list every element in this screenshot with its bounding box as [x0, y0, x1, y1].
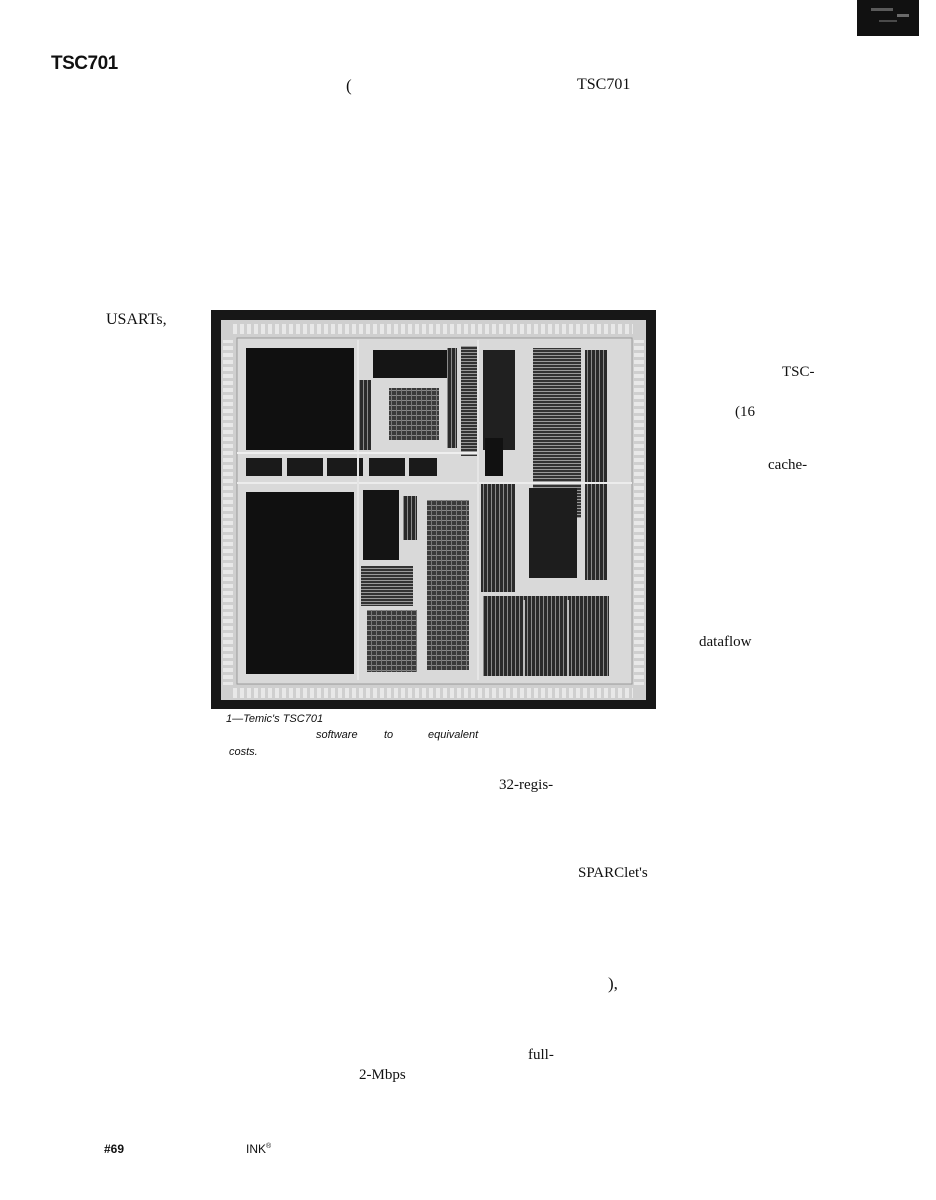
- chip-die-photo: [211, 310, 656, 709]
- caption-word-costs: costs.: [229, 746, 258, 758]
- section-title: TSC701: [51, 53, 118, 74]
- text-fragment-paren-close: ),: [608, 974, 618, 993]
- text-fragment-regis: 32-regis-: [499, 777, 554, 793]
- text-fragment-model: TSC701: [577, 76, 631, 93]
- text-fragment-sparclets: SPARClet's: [578, 865, 648, 881]
- text-fragment-16: (16: [735, 404, 755, 420]
- footer-ink: INK: [246, 1142, 267, 1156]
- footer-magazine-name: INK®: [246, 1143, 271, 1155]
- caption-word-equivalent: equivalent: [428, 729, 479, 741]
- figure-caption-line1: 1—Temic's TSC701: [226, 713, 324, 725]
- text-fragment-cache: cache-: [768, 457, 808, 473]
- text-fragment-dataflow: dataflow: [699, 634, 752, 650]
- chip-die-illustration: [221, 320, 646, 700]
- text-fragment-usarts: USARTs,: [106, 311, 167, 328]
- text-fragment-mbps: 2-Mbps: [359, 1067, 406, 1083]
- registered-mark: ®: [266, 1143, 272, 1150]
- text-fragment-paren: (: [346, 76, 352, 95]
- text-fragment-tsc: TSC-: [782, 364, 815, 380]
- text-fragment-full: full-: [528, 1047, 554, 1063]
- footer-issue-number: #69: [104, 1142, 125, 1156]
- caption-word-software: software: [316, 729, 358, 741]
- caption-word-to: to: [384, 729, 394, 741]
- corner-tab-block: [857, 0, 919, 36]
